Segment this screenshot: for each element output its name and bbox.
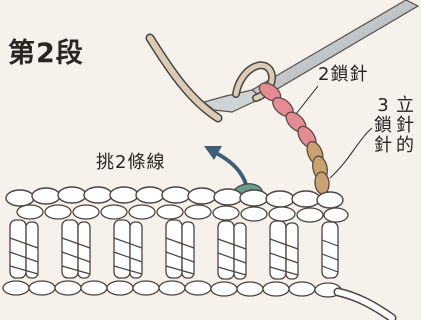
side-note-char: 的 — [394, 136, 416, 156]
row-title: 第2段 — [8, 40, 84, 67]
side-note-char: 3 — [372, 96, 394, 116]
foundation-chain — [3, 281, 341, 297]
two-chain-label: 2鎖針 — [318, 66, 368, 84]
stitch-row-tops-inner — [17, 205, 348, 222]
chain-two-stitches — [256, 79, 319, 150]
pick-two-strands-label: 挑2條線 — [96, 154, 165, 172]
double-crochet-posts — [10, 220, 338, 279]
side-note-char: 針 — [394, 116, 416, 136]
leader-line-standing — [330, 128, 372, 178]
side-note-char: 立 — [394, 96, 416, 116]
chain-turning-stitches — [304, 139, 330, 194]
leader-line-chain2 — [296, 86, 318, 114]
side-note-char: 鎖 — [372, 116, 394, 136]
side-note-char: 針 — [372, 136, 394, 156]
side-note-column-2: 立針的 — [394, 96, 416, 156]
